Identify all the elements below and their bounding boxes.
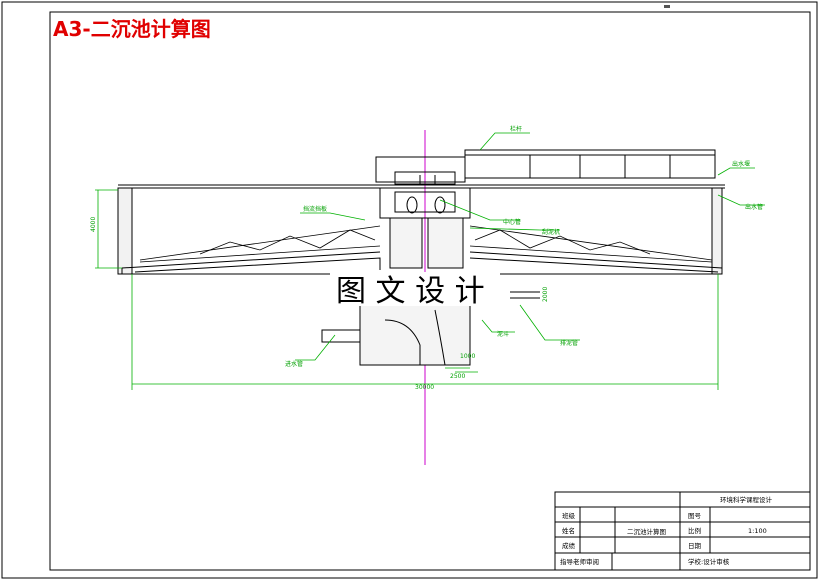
- dimension-lines: [95, 189, 719, 390]
- inlet-pipe: [321, 329, 361, 343]
- title-block: [554, 491, 811, 571]
- watermark-box: [330, 272, 500, 306]
- bridge-walkway: [375, 149, 716, 185]
- label-drain-pipe: 排泥管: [560, 339, 578, 347]
- corner-mark: [664, 5, 670, 8]
- label-scraper: 刮泥机: [542, 228, 560, 236]
- tb-footer-right: 学校:设计审核: [688, 557, 730, 566]
- tb-row3-field: 日期: [688, 542, 702, 550]
- label-outlet-pipe: 出水管: [745, 203, 763, 211]
- tb-project: 环境科学课程设计: [720, 495, 773, 504]
- tb-row3-label: 成绩: [562, 541, 576, 550]
- dim-hopper-width: 2500: [450, 373, 465, 380]
- tb-scale-value: 1:100: [748, 527, 767, 535]
- label-inlet-pipe: 进水管: [285, 360, 303, 368]
- label-baffle: 挡流挡板: [303, 205, 327, 213]
- scraper-truss-left: [139, 225, 381, 263]
- dim-diameter: 30000: [415, 384, 434, 391]
- drawing-title: A3-二沉池计算图: [53, 17, 211, 41]
- center-column: [379, 187, 471, 269]
- tb-row1-field: 图号: [688, 512, 702, 520]
- tb-row2-label: 姓名: [562, 526, 575, 535]
- label-outlet-weir: 出水堰: [732, 160, 750, 168]
- tb-drawing-name: 二沉池计算图: [627, 527, 666, 536]
- dim-pipe-offset: 2000: [542, 287, 549, 302]
- watermark-text: 图 文 设 计: [336, 274, 485, 309]
- tb-row2-field: 比例: [688, 526, 701, 535]
- label-bridge: 栏杆: [510, 125, 522, 133]
- drain-pipe: [510, 291, 540, 299]
- tb-footer-left: 指导老师审阅: [560, 557, 599, 566]
- label-center-pipe: 中心管: [503, 218, 521, 226]
- tb-row1-label: 班级: [562, 511, 576, 520]
- scraper-truss-right: [469, 225, 713, 263]
- leader-lines: [295, 132, 765, 361]
- label-sludge-hopper: 泥斗: [497, 330, 509, 338]
- dim-side-depth: 4000: [90, 217, 97, 232]
- inner-frame: [49, 11, 811, 571]
- sludge-hopper: [359, 304, 471, 366]
- dim-hopper-depth: 1000: [460, 353, 475, 360]
